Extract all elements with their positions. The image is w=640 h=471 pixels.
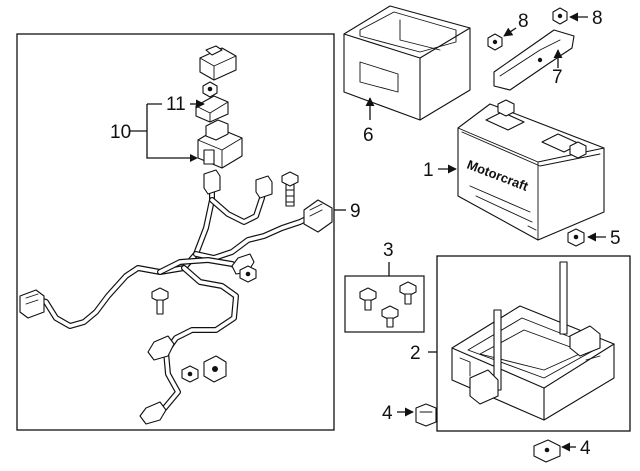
callout-2: 2: [410, 343, 421, 364]
harness-nut-1[interactable]: [239, 265, 257, 283]
callout-11: 11: [166, 94, 186, 115]
hold-down-nut-left[interactable]: [487, 33, 503, 51]
battery[interactable]: Motorcraft: [457, 99, 605, 241]
cover-nut[interactable]: [202, 81, 218, 98]
callout-4b: 4: [580, 438, 591, 459]
terminal-cover[interactable]: [199, 45, 237, 81]
callout-5: 5: [610, 228, 621, 249]
fuse-terminal-box[interactable]: [197, 119, 243, 169]
kit-bolt-1[interactable]: [359, 287, 377, 311]
harness-clip[interactable]: [203, 355, 227, 383]
battery-tray-group: [436, 255, 631, 432]
harness-frame: [16, 33, 335, 431]
callout-3: 3: [383, 240, 394, 261]
kit-bolt-3[interactable]: [381, 305, 399, 328]
callout-8b: 8: [592, 8, 603, 29]
harness-nut-2[interactable]: [181, 365, 199, 383]
tray-clip-left[interactable]: [415, 403, 437, 427]
callout-4a: 4: [382, 403, 393, 424]
harness-bolt[interactable]: [151, 287, 169, 315]
callout-7: 7: [552, 67, 563, 88]
hold-down-nut-right[interactable]: [552, 7, 568, 25]
harness-connectors[interactable]: [19, 169, 333, 425]
tray-clip-bottom[interactable]: [533, 439, 561, 463]
battery-hold-down[interactable]: [493, 29, 575, 91]
harness-stud-bolt[interactable]: [281, 171, 299, 207]
harness-wires[interactable]: [31, 177, 319, 419]
wiring-harness-group: 11 10: [16, 33, 335, 431]
tray-frame: [436, 255, 631, 432]
terminal-bracket[interactable]: [195, 95, 229, 123]
tray-nut[interactable]: [567, 228, 585, 247]
battery-insulator-box[interactable]: [343, 5, 471, 121]
callout-1: 1: [423, 160, 434, 181]
kit-bolt-2[interactable]: [399, 281, 417, 305]
callout-10: 10: [110, 122, 131, 143]
callout-9: 9: [350, 201, 361, 222]
bolt-kit: [344, 275, 425, 333]
battery-tray[interactable]: [451, 261, 615, 421]
bolt-kit-frame: [344, 275, 425, 333]
callout-8a: 8: [518, 11, 529, 32]
callout-6: 6: [363, 125, 374, 146]
